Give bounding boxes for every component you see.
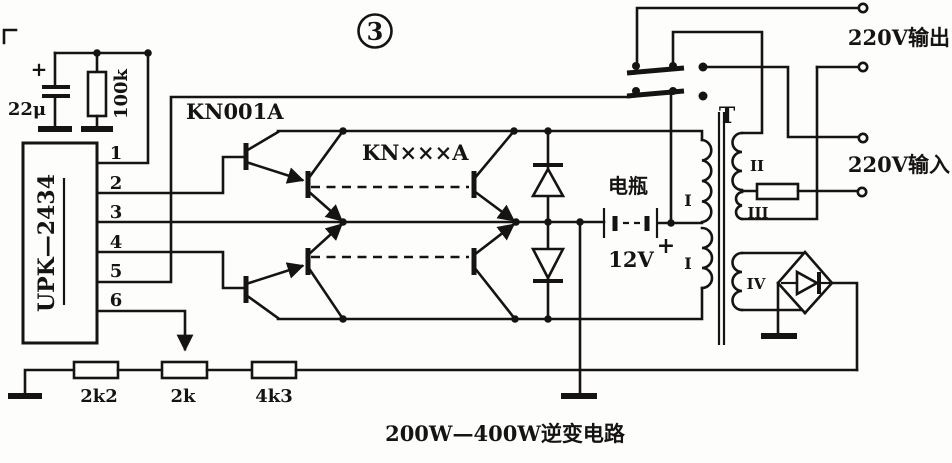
pin-6-label: 6: [110, 290, 123, 311]
capacitor-22u: [42, 85, 70, 98]
bridge-diode-icon: [795, 269, 820, 297]
potentiometer-2k-label: 2k: [171, 386, 197, 407]
resistor-4k3-label: 4k3: [255, 386, 293, 407]
transistor-base-bars: [243, 143, 477, 303]
ground-icon: [38, 126, 72, 132]
diode-up-icon: [530, 166, 566, 198]
pin-3-label: 3: [110, 202, 123, 223]
pin-1-label: 1: [110, 143, 123, 164]
diode-down-icon: [530, 247, 566, 281]
pot-wiper-arrow: [95, 309, 194, 352]
power-transistors-label: KN×××A: [362, 140, 469, 165]
resistor-2k2-label: 2k2: [80, 386, 118, 407]
input-terminals: 220V输入: [701, 65, 950, 201]
changeover-switch: [626, 6, 861, 225]
primary-winding-upper: [700, 138, 713, 224]
ground-icon: [8, 393, 42, 399]
push-pull-transistors: [243, 127, 520, 323]
figure-number: 3: [357, 13, 393, 49]
parallel-transistor-dashes: [311, 185, 469, 259]
driver-module-label: KN001A: [186, 99, 284, 124]
figure-number-text: 3: [367, 17, 384, 46]
ic-upk2434: UPK—2434 1 2 3 4 5 6: [21, 141, 123, 345]
winding-3: [734, 190, 744, 221]
output-terminal-2: [857, 61, 869, 73]
winding-2: [731, 131, 744, 192]
winding-2-label: II: [750, 157, 764, 175]
battery-voltage-label: 12V: [608, 247, 654, 272]
primary-winding-lower: [700, 226, 714, 290]
page-artifact: [2, 28, 18, 45]
input-label: 220V输入: [848, 152, 950, 177]
ic-name-label: UPK—2434: [34, 174, 60, 312]
winding-4: [731, 251, 744, 312]
pin-5-label: 5: [110, 261, 123, 282]
resistor-4k3: [250, 360, 298, 380]
winding-primary-lower-label: I: [684, 254, 691, 273]
battery-name-label: 电瓶: [608, 174, 648, 198]
input-terminal-1: [857, 132, 869, 144]
ground-icon: [81, 126, 113, 132]
collector-rails: [276, 129, 704, 321]
timing-network: + 22μ 100k: [8, 49, 152, 132]
battery-polarity-label: +: [657, 233, 675, 259]
bridge-rectifier: [740, 250, 859, 372]
winding-4-label: IV: [747, 275, 766, 293]
battery-12v: 电瓶 + 12V: [561, 174, 704, 399]
feedback-resistor: [755, 182, 800, 201]
pin-2-label: 2: [110, 173, 123, 194]
winding-3-label: III: [747, 204, 768, 222]
input-terminal-2: [856, 186, 868, 198]
ground-icon: [561, 393, 597, 399]
resistor-2k2: [72, 360, 120, 380]
capacitor-value-label: 22μ: [8, 99, 46, 120]
transformer-name-label: T: [719, 103, 736, 129]
potentiometer-2k: [160, 360, 209, 380]
resistor-100k: [86, 70, 108, 118]
feedback-resistor-chain: 2k2 2k 4k3: [8, 360, 859, 407]
output-terminal-1: [857, 2, 869, 14]
output-label: 220V输出: [848, 25, 950, 50]
capacitor-polarity-label: +: [31, 57, 48, 81]
ground-icon: [761, 333, 797, 339]
clamp-diodes: [530, 127, 566, 323]
transformer-core: [717, 112, 726, 345]
pin-4-label: 4: [110, 232, 123, 253]
transformer-t: I I II III IV T: [684, 103, 769, 345]
output-terminals: 220V输出: [740, 2, 950, 221]
winding-primary-upper-label: I: [684, 191, 691, 210]
switch-contact-dot: [698, 91, 708, 101]
figure-caption: 200W—400W逆变电路: [385, 421, 626, 446]
resistor-100k-label: 100k: [111, 68, 132, 119]
